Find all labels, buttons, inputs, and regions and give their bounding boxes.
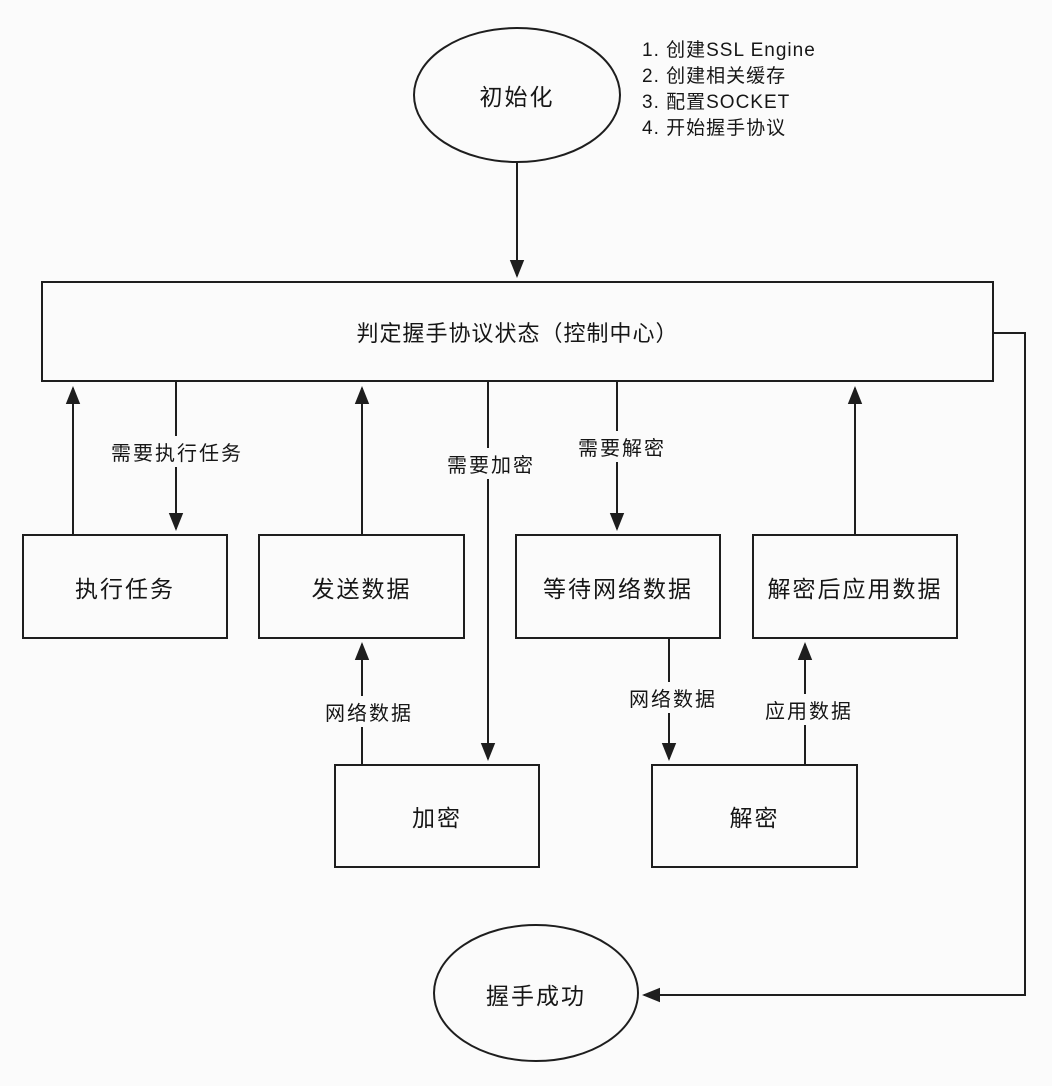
node-send-rect	[258, 534, 465, 639]
edge-label-net-data-to-send: 网络数据	[321, 696, 417, 727]
node-decrypt-label: 解密	[729, 805, 780, 831]
node-decrypt-rect	[651, 764, 858, 868]
node-encrypt-rect	[334, 764, 540, 868]
note-line-4: 4. 开始握手协议	[642, 118, 787, 139]
init-steps-note: 1. 创建SSL Engine 2. 创建相关缓存 3. 配置SOCKET 4.…	[642, 38, 816, 142]
node-encrypt-label: 加密	[412, 805, 462, 831]
edge-control-to-success	[642, 332, 1026, 1003]
node-decrypted-label: 解密后应用数据	[767, 575, 943, 602]
node-decrypted-rect	[752, 534, 958, 639]
node-send-label: 发送数据	[311, 575, 412, 602]
edge-label-net-data-to-decrypt: 网络数据	[625, 682, 721, 713]
note-line-1: 1. 创建SSL Engine	[642, 40, 816, 61]
node-success-ellipse	[433, 924, 639, 1062]
note-line-2: 2. 创建相关缓存	[642, 66, 787, 87]
edge-label-need-exec: 需要执行任务	[107, 436, 247, 467]
node-exec-label: 执行任务	[75, 575, 175, 602]
node-control-rect	[41, 281, 994, 382]
note-line-3: 3. 配置SOCKET	[642, 92, 791, 113]
node-init-label: 初始化	[479, 84, 555, 110]
edge-label-app-data: 应用数据	[761, 694, 857, 725]
node-success-label: 握手成功	[486, 982, 586, 1009]
node-wait-label: 等待网络数据	[543, 575, 693, 602]
edge-label-need-decrypt: 需要解密	[574, 431, 670, 462]
node-exec-rect	[22, 534, 228, 639]
edge-label-need-encrypt: 需要加密	[443, 448, 539, 479]
node-wait-rect	[515, 534, 721, 639]
node-control-label: 判定握手协议状态（控制中心）	[356, 320, 679, 346]
